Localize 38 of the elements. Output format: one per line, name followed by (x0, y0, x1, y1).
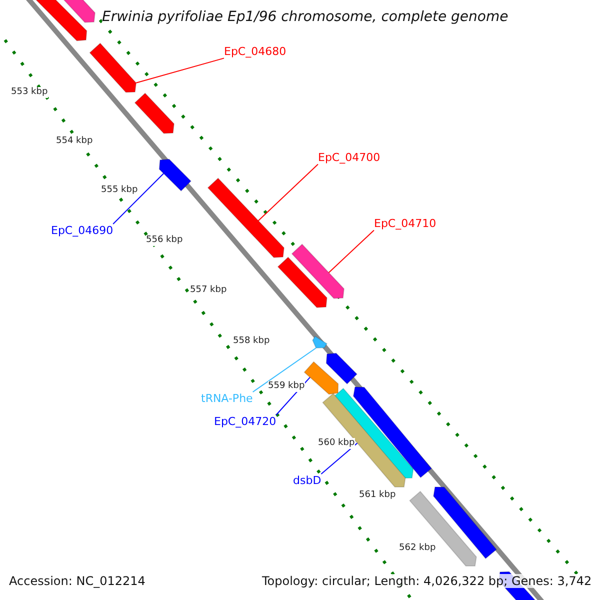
gene-segment (134, 92, 175, 134)
leader-line (258, 164, 318, 222)
gene-segment (34, 0, 88, 42)
gene-label: tRNA-Phe (201, 392, 253, 406)
gene-segment (89, 42, 137, 93)
gene-label: EpC_04700 (318, 151, 380, 164)
tick-label: 561 kbp (359, 490, 396, 501)
gene-segment (312, 336, 328, 349)
genome-summary: Topology: circular; Length: 4,026,322 bp; Genes: 3,742 (262, 574, 592, 588)
gene-segment (158, 158, 192, 192)
gene-label: dsbD (293, 474, 322, 488)
leader-line (320, 442, 358, 474)
tick-label: 554 kbp (56, 136, 93, 147)
gene-segment (62, 0, 96, 23)
tick-label: 557 kbp (190, 285, 227, 296)
tick-label: 559 kbp (268, 381, 305, 392)
gene-label: EpC_04720 (214, 415, 276, 428)
tick-label: 562 kbp (399, 543, 436, 554)
gene-segment (207, 178, 285, 258)
tick-label: 556 kbp (146, 235, 183, 246)
leader-line (112, 173, 164, 224)
gene-label: EpC_04690 (51, 224, 114, 238)
gene-label: EpC_04710 (374, 217, 436, 230)
gene-segment (291, 244, 345, 299)
tick-label: 558 kbp (233, 336, 270, 347)
leader-line (252, 348, 316, 392)
leader-line (328, 230, 374, 274)
tick-label: 560 kbp (318, 438, 355, 449)
gene-segment (352, 386, 432, 478)
gene-segment (304, 361, 339, 395)
tick-label: 553 kbp (11, 87, 48, 98)
gene-segment (277, 256, 328, 308)
gene-segment (326, 352, 358, 385)
accession-label: Accession: NC_012214 (9, 574, 146, 588)
gene-label: EpC_04680 (224, 45, 286, 58)
tick-label: 555 kbp (101, 185, 138, 196)
leader-line (136, 58, 224, 84)
title: Erwinia pyrifoliae Ep1/96 chromosome, complete genome (102, 9, 508, 26)
